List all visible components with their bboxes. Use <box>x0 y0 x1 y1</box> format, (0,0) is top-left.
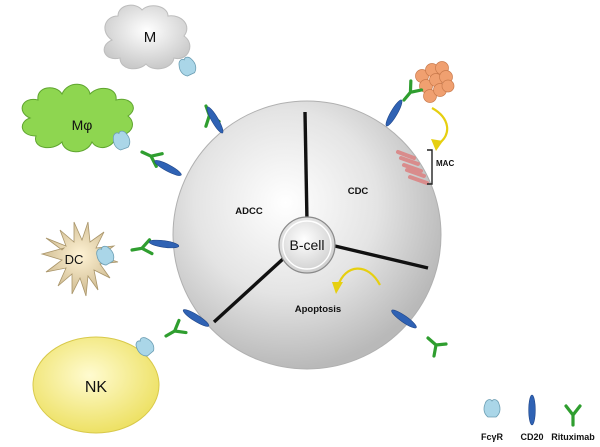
free-antibody-icon <box>426 336 448 358</box>
legend-cd20-icon <box>528 394 536 426</box>
apoptosis-label: Apoptosis <box>295 304 341 315</box>
legend-cd20-label: CD20 <box>520 432 543 442</box>
complement-cluster <box>415 61 455 103</box>
macrophage-cell <box>21 83 134 153</box>
macrophage-cd20-icon <box>152 157 184 179</box>
sector-dividers <box>212 111 429 324</box>
apoptosis-arrow-icon <box>332 267 381 294</box>
nk-cell <box>32 336 160 434</box>
cdc-label: CDC <box>348 186 369 197</box>
nk-label: NK <box>85 379 108 396</box>
adcc-label: ADCC <box>235 206 263 217</box>
legend-rituximab-label: Rituximab <box>551 432 595 442</box>
cdc-cd20-icon <box>383 98 405 128</box>
mac-pores-icon <box>396 150 429 185</box>
legend-fcgr-icon <box>483 399 501 418</box>
legend-rituximab-icon <box>564 404 582 427</box>
cdc-arrow-icon <box>431 107 449 151</box>
dendritic-antibody-icon <box>129 238 154 259</box>
legend: FcγR CD20 Rituximab <box>481 394 595 442</box>
nk-antibody-icon <box>160 318 188 344</box>
b-cell-label: B-cell <box>289 237 324 253</box>
mac-label: MAC <box>436 159 454 168</box>
dendritic-label: DC <box>65 252 84 267</box>
legend-fcgr-label: FcγR <box>481 432 504 442</box>
monocyte-cell <box>103 4 191 70</box>
mac-bracket <box>427 149 433 185</box>
b-cell-nucleus <box>278 216 336 274</box>
monocyte-label: M <box>144 29 157 46</box>
macrophage-label: Mφ <box>72 117 93 133</box>
